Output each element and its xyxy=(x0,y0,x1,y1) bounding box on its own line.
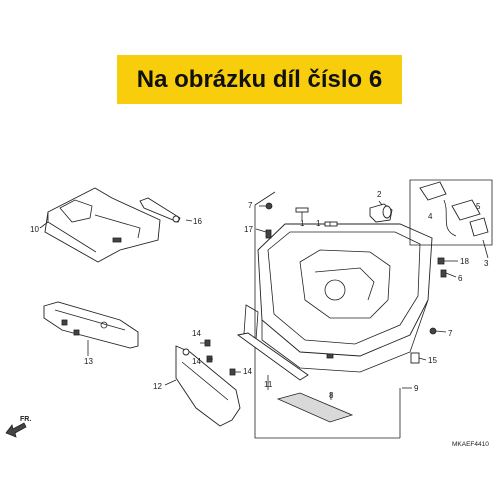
callout-4: 4 xyxy=(428,212,433,221)
callout-15: 15 xyxy=(428,356,437,365)
callout-8: 8 xyxy=(329,391,334,400)
part-16-bracket xyxy=(139,197,181,223)
part-13-panel xyxy=(43,301,139,349)
callout-6: 6 xyxy=(458,274,463,283)
callout-12: 12 xyxy=(153,382,162,391)
callout-3: 3 xyxy=(484,259,489,268)
drawing-code: MKAEF4410 xyxy=(452,441,489,448)
part-3-socket-box xyxy=(409,179,493,246)
part-15-clip xyxy=(410,352,427,364)
part-2-cap xyxy=(369,203,393,223)
title-banner: Na obrázku díl číslo 6 xyxy=(117,55,402,104)
part-7-nuts xyxy=(259,202,447,335)
part-18-screw xyxy=(437,257,458,265)
callout-1a: 1 xyxy=(300,219,305,228)
front-direction-label: FR. xyxy=(20,416,31,423)
part-17-bolt xyxy=(255,228,272,239)
banner-title: Na obrázku díl číslo 6 xyxy=(136,65,383,93)
callout-13: 13 xyxy=(84,357,93,366)
callout-18: 18 xyxy=(460,257,469,266)
part-11-strip xyxy=(236,332,309,381)
callout-5: 5 xyxy=(476,202,481,211)
part-9-frame-lines xyxy=(254,191,401,439)
callout-17: 17 xyxy=(244,225,253,234)
callout-2: 2 xyxy=(377,190,382,199)
callout-7a: 7 xyxy=(248,201,253,210)
front-direction-arrow: FR. xyxy=(5,416,31,438)
callout-16: 16 xyxy=(193,217,202,226)
part-6-bolt xyxy=(440,269,457,278)
callout-9: 9 xyxy=(414,384,419,393)
callout-14b: 14 xyxy=(192,357,201,366)
callout-1b: 1 xyxy=(316,219,321,228)
part-10-cover xyxy=(44,187,161,263)
callouts: 10 16 13 12 14 14 14 11 7 17 1 1 2 4 5 3… xyxy=(30,190,489,400)
callout-11: 11 xyxy=(264,380,273,389)
callout-14a: 14 xyxy=(192,329,201,338)
leader-lines xyxy=(39,200,489,400)
callout-10: 10 xyxy=(30,225,39,234)
part-12-lower-cover xyxy=(175,345,241,427)
part-8-mat xyxy=(276,392,354,423)
callout-14c: 14 xyxy=(243,367,252,376)
callout-7b: 7 xyxy=(448,329,453,338)
fasteners-14 xyxy=(200,339,241,376)
